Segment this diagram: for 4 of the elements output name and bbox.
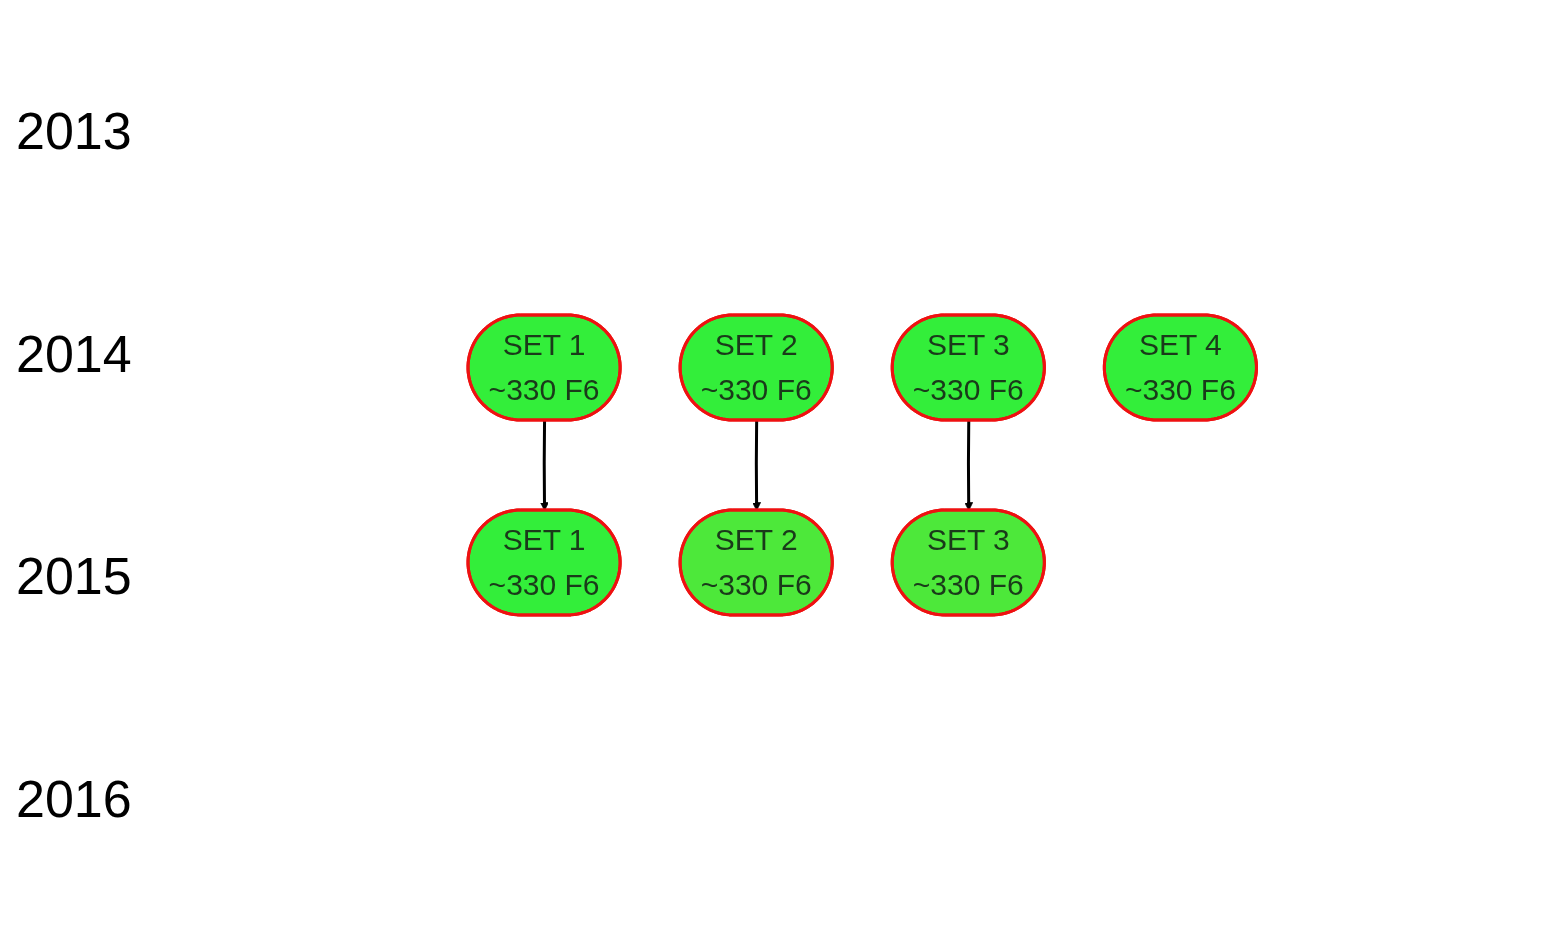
year-label: 2013 xyxy=(15,101,133,162)
year-label: 2016 xyxy=(15,768,133,829)
year-label: 2014 xyxy=(15,323,133,384)
year-label: 2015 xyxy=(15,546,133,607)
